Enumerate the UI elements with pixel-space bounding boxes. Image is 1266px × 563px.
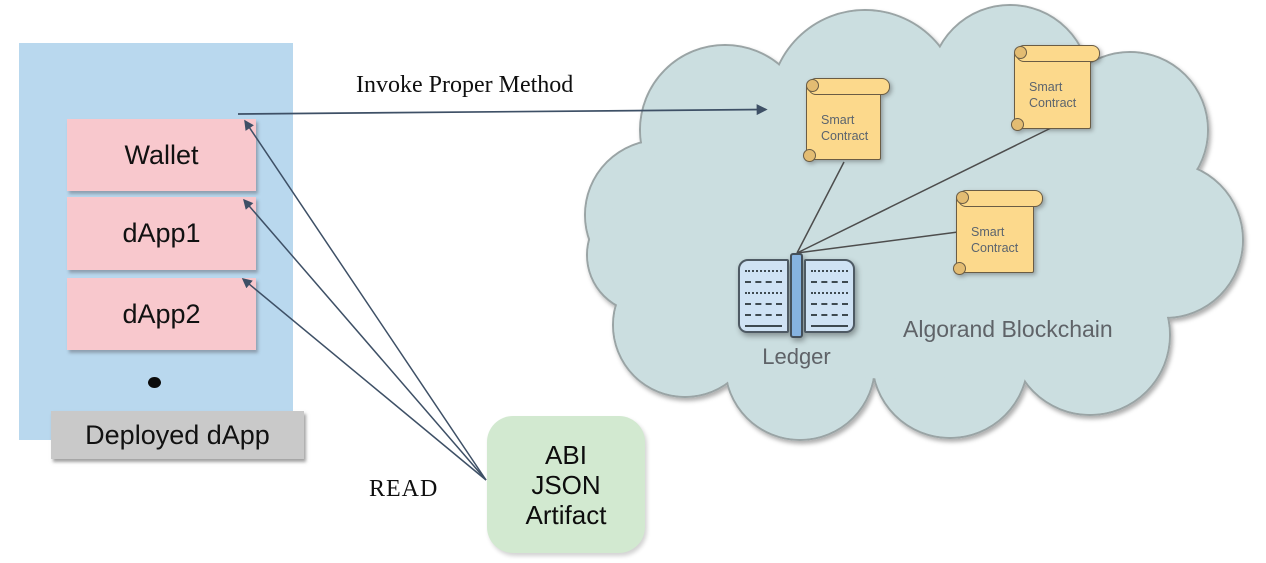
- smart-contract-scroll-icon: Smart Contract: [803, 78, 890, 162]
- ledger-page-line: [745, 272, 782, 283]
- ledger-page-line: [811, 272, 848, 283]
- ledger-page-line: [745, 305, 782, 316]
- scroll-top-roll: [1016, 45, 1100, 62]
- scroll-bottom-curl: [953, 262, 966, 275]
- ledger-page-line: [811, 316, 848, 327]
- smart-contract-label: Smart Contract: [971, 225, 1019, 256]
- ledger-page-line: [745, 294, 782, 305]
- scroll-top-roll: [958, 190, 1043, 207]
- ledger-page-line: [811, 283, 848, 294]
- ellipsis-dot-icon: [148, 377, 161, 388]
- smart-contract-scroll-icon: Smart Contract: [1011, 45, 1100, 131]
- algorand-blockchain-label: Algorand Blockchain: [903, 316, 1113, 342]
- scroll-top-curl: [1014, 46, 1027, 59]
- read-arrows-label: READ: [369, 476, 439, 502]
- scroll-bottom-curl: [803, 149, 816, 162]
- smart-contract-label: Smart Contract: [821, 113, 869, 144]
- ledger-right-page: [804, 259, 855, 333]
- scroll-top-roll: [808, 78, 890, 95]
- abi-json-artifact-box: ABI JSON Artifact: [487, 416, 645, 553]
- ledger-page-line: [745, 261, 782, 272]
- scroll-bottom-curl: [1011, 118, 1024, 131]
- wallet-box: Wallet: [67, 119, 256, 191]
- dapp2-box: dApp2: [67, 278, 256, 350]
- ledger-open-book-icon: [738, 253, 855, 338]
- invoke-arrow-label: Invoke Proper Method: [356, 72, 574, 98]
- ledger-page-line: [745, 283, 782, 294]
- ledger-page-line: [745, 316, 782, 327]
- ledger-page-line: [811, 294, 848, 305]
- ledger-spine: [790, 253, 803, 338]
- ledger-page-line: [811, 305, 848, 316]
- smart-contract-scroll-icon: Smart Contract: [953, 190, 1043, 275]
- ledger-left-page: [738, 259, 789, 333]
- ledger-page-line: [811, 261, 848, 272]
- scroll-top-curl: [806, 79, 819, 92]
- smart-contract-label: Smart Contract: [1029, 80, 1077, 111]
- dapp1-box: dApp1: [67, 197, 256, 270]
- scroll-top-curl: [956, 191, 969, 204]
- ledger-label: Ledger: [762, 344, 831, 369]
